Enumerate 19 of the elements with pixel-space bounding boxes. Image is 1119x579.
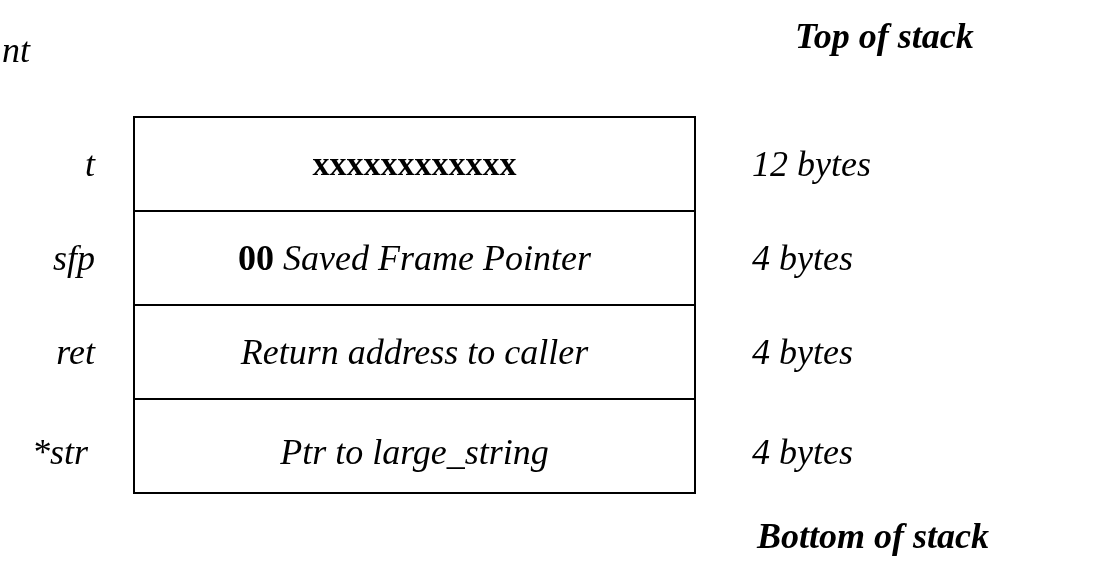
- cell-text: Return address to caller: [240, 334, 589, 370]
- cut-off-text: nt: [2, 32, 30, 68]
- variable-name: t: [85, 146, 95, 182]
- stack-bottom-label: Bottom of stack: [757, 518, 989, 554]
- stack-cell: [133, 398, 696, 494]
- size-label: 12 bytes: [752, 146, 871, 182]
- variable-name: ret: [56, 334, 95, 370]
- stack-cell: [133, 304, 696, 400]
- size-label: 4 bytes: [752, 434, 853, 470]
- size-label: 4 bytes: [752, 334, 853, 370]
- size-label: 4 bytes: [752, 240, 853, 276]
- cell-text: 00 Saved Frame Pointer: [238, 240, 591, 276]
- stack-top-label: Top of stack: [795, 18, 974, 54]
- cell-text: xxxxxxxxxxxx: [312, 147, 517, 181]
- cell-text: Ptr to large_string: [280, 434, 549, 470]
- variable-name: *str: [31, 434, 88, 470]
- stack-cell: [133, 116, 696, 212]
- stack-cell: [133, 210, 696, 306]
- variable-name: sfp: [53, 240, 95, 276]
